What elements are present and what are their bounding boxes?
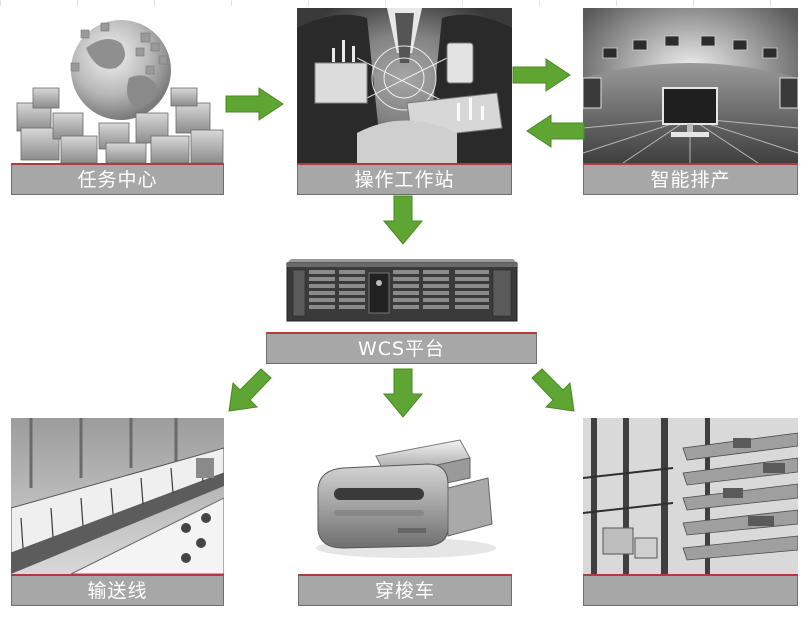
conveyor-line-label: 输送线 [11, 574, 224, 606]
arrow-scheduling-to-workstation [526, 114, 585, 148]
arrow-workstation-to-wcs [383, 195, 423, 245]
arrow-workstation-to-scheduling [512, 58, 571, 92]
conveyor-line-image [11, 418, 224, 574]
task-center-label: 任务中心 [11, 163, 224, 195]
globe-with-boxes-image [11, 8, 224, 163]
operation-workstation-label: 操作工作站 [297, 163, 512, 195]
arrow-task-to-workstation [225, 87, 284, 121]
shelving-label [583, 574, 798, 606]
smart-scheduling-label: 智能排产 [583, 163, 798, 195]
wcs-platform-label: WCS平台 [266, 332, 537, 364]
monitor-array-image [583, 8, 798, 163]
arrow-wcs-to-shelving [531, 368, 575, 412]
spreadsheet-gridlines [0, 0, 807, 6]
shuttle-car-image [298, 418, 512, 574]
warehouse-shelving-image [583, 418, 798, 574]
arrow-wcs-to-conveyor [228, 368, 272, 412]
shuttle-car-label: 穿梭车 [298, 574, 512, 606]
arrow-wcs-to-shuttle [383, 368, 423, 418]
rack-server-image [283, 255, 521, 327]
businessman-with-devices-image [297, 8, 512, 163]
